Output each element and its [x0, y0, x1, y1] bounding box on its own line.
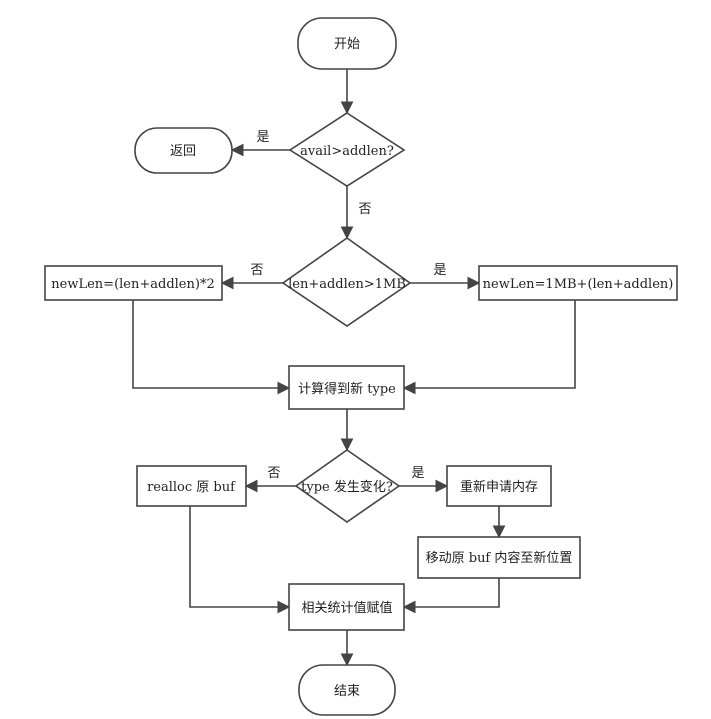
node-calc-type: 计算得到新 type	[288, 365, 405, 410]
node-end: 结束	[298, 664, 396, 716]
node-cond-type-label: type 发生变化?	[301, 479, 393, 495]
edge-plus-to-calc	[402, 300, 576, 395]
node-new-len-double-label: newLen=(len+addlen)*2	[51, 277, 214, 292]
node-calc-type-label: 计算得到新 type	[298, 381, 396, 397]
node-new-alloc-label: 重新申请内存	[460, 479, 538, 495]
label-1mb-yes: 是	[433, 263, 446, 278]
label-type-yes: 是	[411, 466, 424, 481]
label-avail-no: 否	[358, 202, 371, 217]
edges	[132, 69, 576, 667]
label-1mb-no: 否	[250, 263, 263, 278]
node-assign: 相关统计值赋值	[288, 583, 405, 631]
edge-labels: 是 否 否 是 否 是	[250, 130, 446, 481]
node-move-buf-label: 移动原 buf 内容至新位置	[426, 550, 573, 566]
node-cond-avail-label: avail>addlen?	[300, 144, 394, 159]
node-new-len-plus: newLen=1MB+(len+addlen)	[478, 265, 678, 301]
label-type-no: 否	[267, 466, 280, 481]
edge-move-to-assign	[402, 578, 500, 614]
node-return-label: 返回	[170, 144, 196, 159]
node-new-len-double: newLen=(len+addlen)*2	[44, 265, 223, 301]
node-new-alloc: 重新申请内存	[446, 465, 552, 507]
node-start-label: 开始	[334, 37, 360, 52]
node-cond-avail: avail>addlen?	[288, 112, 406, 187]
node-cond-1mb-label: len+addlen>1MB	[288, 277, 406, 292]
edge-double-to-calc	[132, 300, 291, 395]
node-start: 开始	[297, 17, 397, 70]
node-realloc-label: realloc 原 buf	[147, 480, 236, 495]
edge-realloc-to-assign	[189, 506, 291, 614]
node-end-label: 结束	[334, 684, 360, 699]
node-cond-1mb: len+addlen>1MB	[281, 237, 412, 327]
node-assign-label: 相关统计值赋值	[301, 600, 392, 616]
label-avail-yes: 是	[256, 130, 269, 145]
node-cond-type: type 发生变化?	[294, 449, 401, 523]
node-new-len-plus-label: newLen=1MB+(len+addlen)	[483, 277, 674, 292]
node-return: 返回	[134, 127, 233, 174]
node-realloc: realloc 原 buf	[136, 465, 247, 507]
node-move-buf: 移动原 buf 内容至新位置	[417, 536, 581, 579]
